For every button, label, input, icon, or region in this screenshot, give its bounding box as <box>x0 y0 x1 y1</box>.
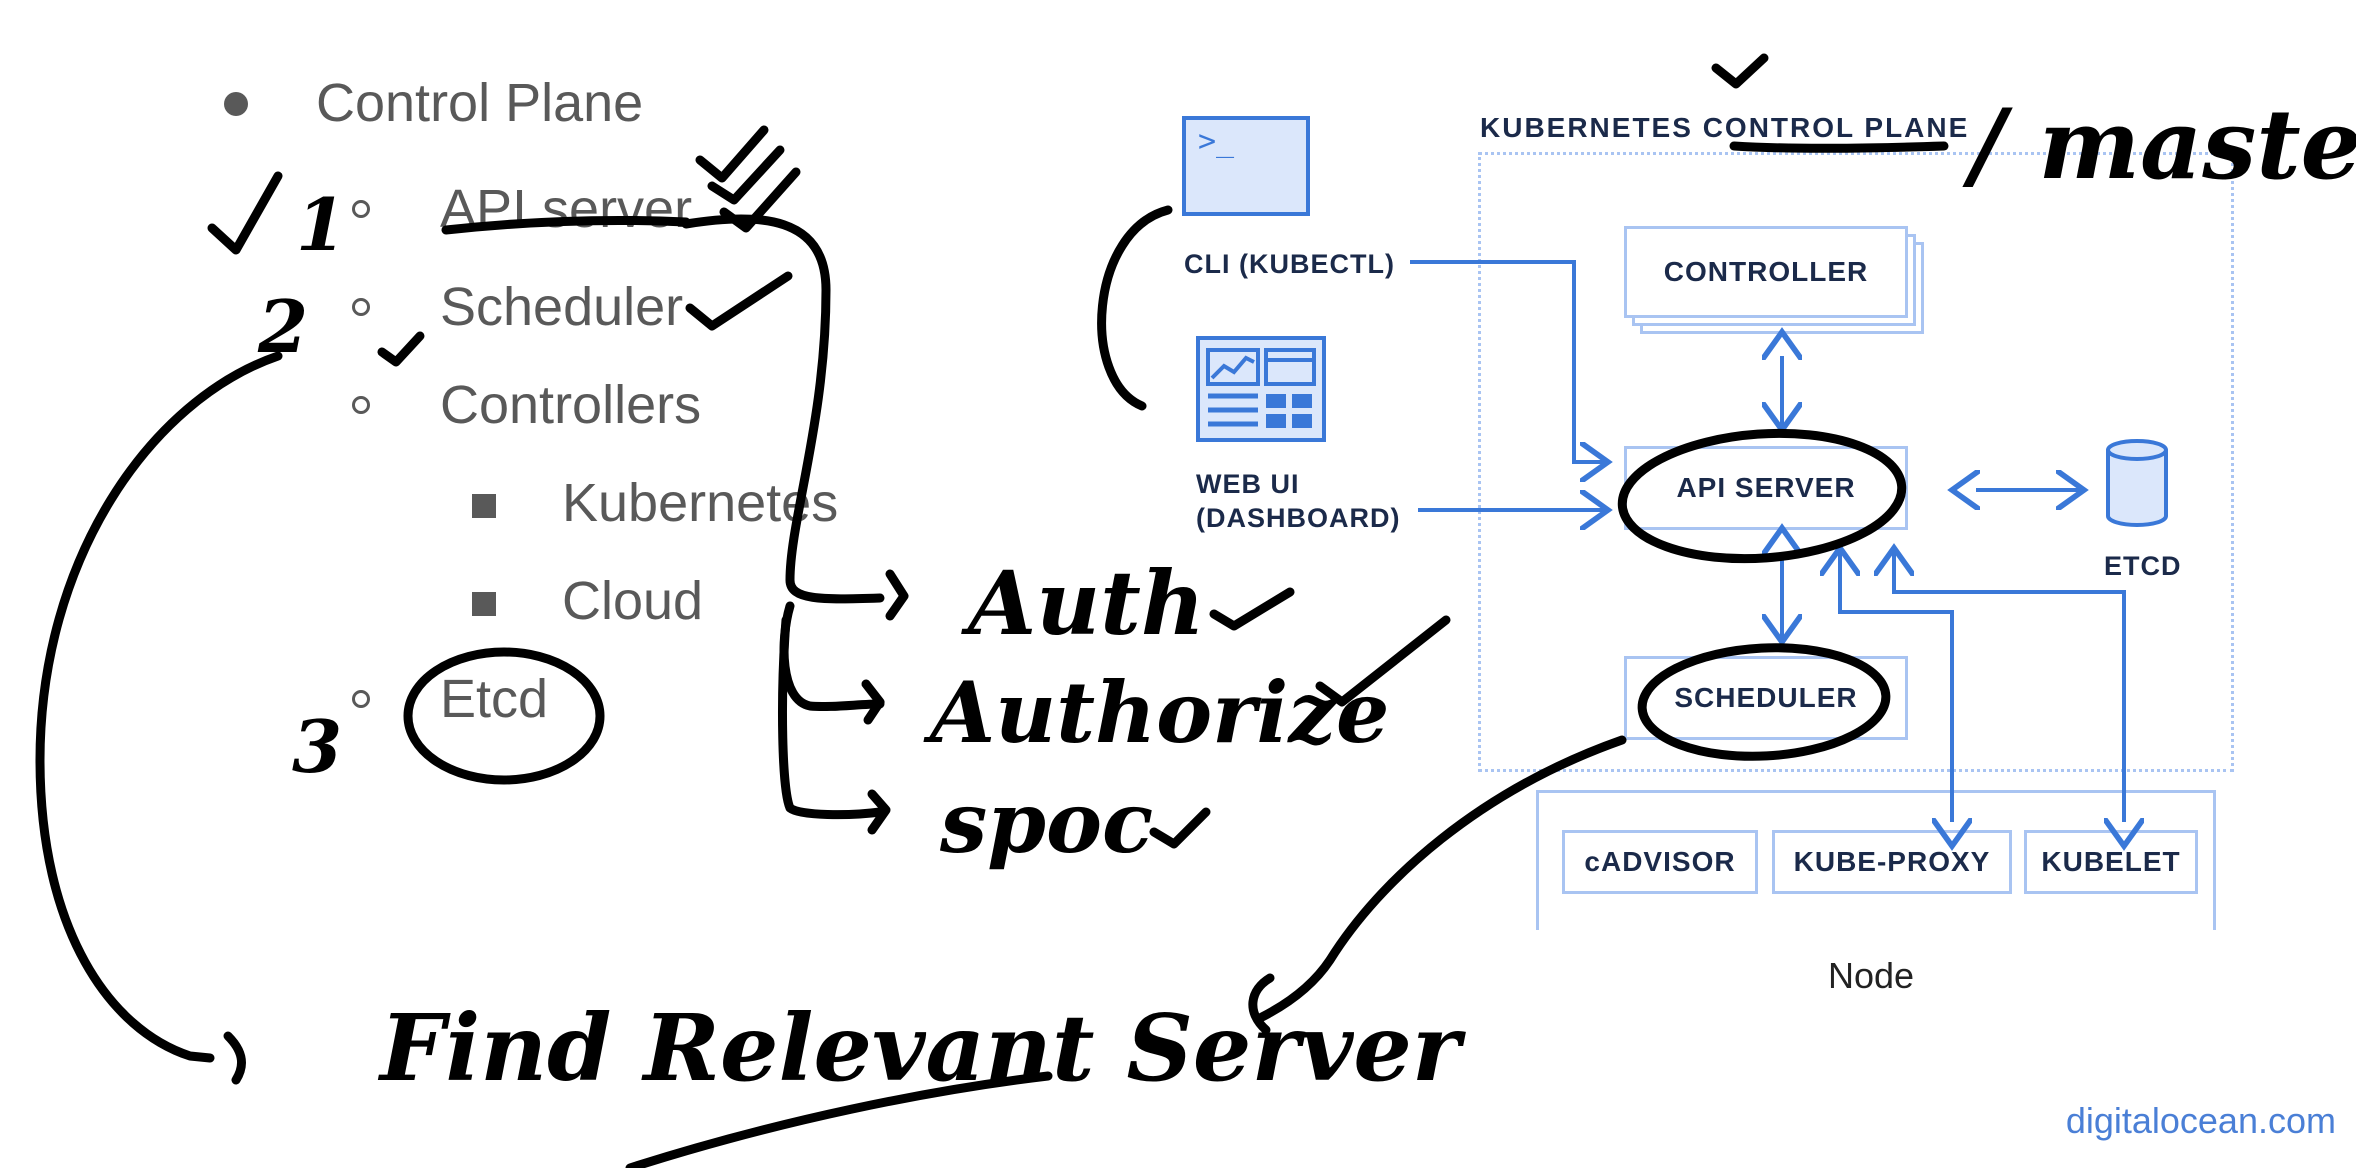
bullet-square <box>472 494 496 518</box>
webui-label-line1: WEB UI <box>1196 469 1300 499</box>
cli-label: CLI (KUBECTL) <box>1184 249 1395 279</box>
dashboard-icon <box>1196 336 1326 442</box>
bullet-square <box>472 592 496 616</box>
bullet-controllers: Controllers <box>440 375 702 435</box>
handwritten-auth: Auth <box>961 551 1205 655</box>
controller-box: CONTROLLER <box>1624 226 1908 318</box>
bullet-disc <box>224 92 248 116</box>
webui-label-line2: (DASHBOARD) <box>1196 502 1401 533</box>
handwritten-number-1: 1 <box>296 182 346 267</box>
source-credit: digitalocean.com <box>2065 1100 2336 1141</box>
bullet-circle <box>352 298 370 316</box>
bullet-circle <box>352 200 370 218</box>
handwritten-authorize: Authorize <box>923 663 1389 762</box>
webui-label: WEB UI (DASHBOARD) <box>1196 468 1400 536</box>
handwritten-number-2: 2 <box>257 284 308 369</box>
cadvisor-box: cADVISOR <box>1562 830 1758 894</box>
bullet-scheduler: Scheduler <box>440 277 684 337</box>
bullet-etcd: Etcd <box>440 669 549 729</box>
database-icon <box>2104 438 2170 528</box>
cli-prompt: >_ <box>1198 124 1235 159</box>
handwritten-number-3: 3 <box>292 704 342 789</box>
bullet-control-plane: Control Plane <box>316 73 644 133</box>
bullet-circle <box>352 690 370 708</box>
control-plane-title: KUBERNETES CONTROL PLANE <box>1480 112 1970 143</box>
handwritten-find-relevant-server: Find Relevant Server <box>377 994 1467 1102</box>
handwritten-spoc: spoc <box>939 773 1153 872</box>
node-label: Node <box>1828 955 1915 996</box>
handwritten-master: / master <box>1962 88 2356 201</box>
bullet-kubernetes: Kubernetes <box>562 473 839 533</box>
bullet-circle <box>352 396 370 414</box>
bullet-cloud: Cloud <box>562 571 704 631</box>
terminal-icon: >_ <box>1182 116 1310 216</box>
